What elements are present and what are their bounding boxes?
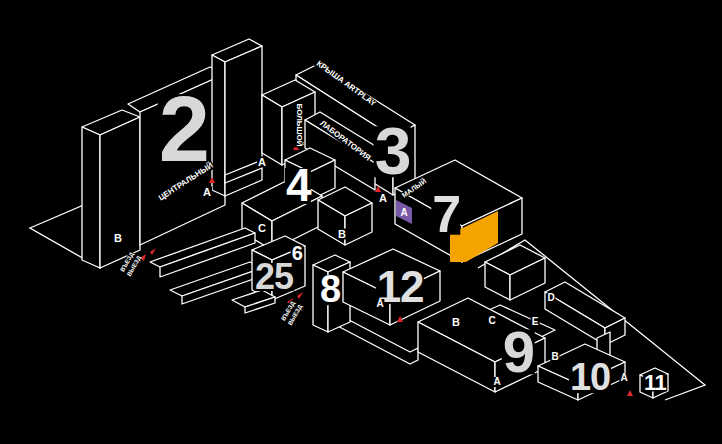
entrance-letter: B (451, 317, 461, 328)
building-number: 25 (254, 263, 294, 291)
entrance-letter: C (257, 223, 267, 234)
entrance-letter: A (378, 193, 388, 204)
building (212, 55, 225, 196)
entrance-letter: B (337, 229, 347, 240)
building (150, 228, 305, 313)
building-number: 11 (643, 374, 667, 391)
building (418, 298, 668, 400)
building (510, 258, 545, 300)
building (485, 262, 510, 300)
entrance-mark (397, 316, 403, 322)
entrance-letter: B (550, 352, 559, 362)
entrance-mark (297, 292, 303, 299)
building (345, 203, 372, 245)
building (418, 322, 495, 392)
entrance-mark (375, 186, 381, 192)
hall-highlight (396, 200, 412, 224)
building-number: 4 (285, 168, 311, 204)
entrance-mark (140, 144, 633, 396)
entrance-letter: A (202, 187, 212, 198)
building-number: 3 (374, 126, 411, 177)
building (545, 292, 605, 345)
entrance-mark (150, 248, 156, 255)
building (82, 127, 100, 268)
building (100, 117, 140, 268)
entrance-letter: A (492, 377, 501, 387)
building-number: 6 (291, 246, 304, 262)
building (262, 95, 282, 165)
entrance-letter: A (619, 373, 628, 383)
building-number: 9 (502, 329, 535, 374)
entrance-letter: E (531, 317, 540, 327)
building (82, 39, 262, 268)
building (242, 148, 372, 250)
building (245, 297, 275, 313)
building-number: 2 (158, 94, 208, 166)
building-name: БОЛЬШОЙ (295, 102, 303, 147)
entrance-letter: A (257, 157, 267, 168)
entrance-letter: B (113, 233, 123, 244)
entrance-letter: A (399, 208, 408, 218)
building (225, 46, 262, 196)
building-number: 8 (319, 275, 341, 305)
building-number: 7 (431, 194, 460, 235)
entrance-letter: C (487, 316, 496, 326)
entrance-mark (209, 177, 215, 183)
building-number: 10 (569, 363, 611, 393)
entrance-letter: A (375, 299, 384, 309)
entrance-mark (627, 390, 633, 396)
ground-plate (478, 240, 705, 400)
building (395, 160, 522, 262)
entrance-letter: D (546, 293, 555, 303)
